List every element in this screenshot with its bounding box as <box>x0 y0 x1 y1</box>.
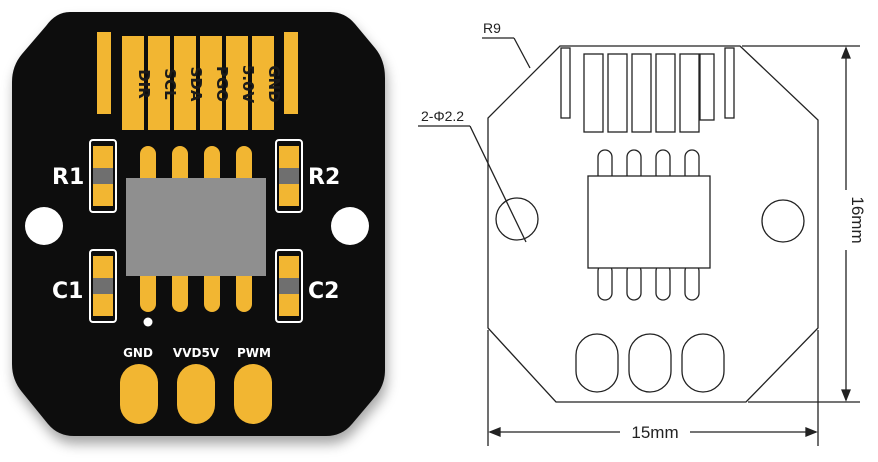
capacitor-c1 <box>89 249 117 323</box>
label-r1: R1 <box>52 165 84 190</box>
drawing-hole-right <box>761 199 805 243</box>
edge-pad-right <box>284 32 298 114</box>
mount-hole-right <box>331 207 369 245</box>
radius-label: R9 <box>483 20 501 36</box>
top-pad-pgo <box>200 36 222 130</box>
capacitor-c2 <box>275 249 303 323</box>
slot-5 <box>655 53 676 133</box>
top-pad-dir <box>122 36 144 130</box>
bottom-pad-label-vvd5v: VVD5V <box>173 346 220 360</box>
top-pad-label-dir: DIR <box>135 69 153 99</box>
pcb-photo: DIR SCL SDA PGO 5.0V GND R1 <box>12 12 385 436</box>
drawing-leg-bottom-4 <box>684 263 700 301</box>
top-pad-scl <box>148 36 170 130</box>
drawing-leg-bottom-3 <box>655 263 671 301</box>
bottom-pad-pwm <box>234 364 272 424</box>
mechanical-drawing <box>418 37 860 446</box>
height-label: 16mm <box>848 196 867 243</box>
drawing-leg-bottom-2 <box>626 263 642 301</box>
top-pad-label-pgo: PGO <box>213 66 231 102</box>
resistor-r1 <box>89 139 117 213</box>
drawing-hole-left <box>495 197 539 241</box>
top-pad-label-sda: SDA <box>187 67 205 102</box>
top-pad-sda <box>174 36 196 130</box>
width-arrow-left <box>488 427 501 437</box>
drawing-pad-2 <box>628 333 672 393</box>
pin1-dot <box>143 317 153 327</box>
resistor-r2 <box>275 139 303 213</box>
drawing-leg-bottom-1 <box>597 263 613 301</box>
hole-leader-diag <box>469 125 527 243</box>
height-arrow-bottom <box>841 389 851 402</box>
width-arrow-right <box>805 427 818 437</box>
top-pad-label-scl: SCL <box>161 68 179 100</box>
slot-6 <box>679 53 700 133</box>
drawing-pad-1 <box>575 333 619 393</box>
slot-1 <box>560 47 571 119</box>
top-pad-label-5v: 5.0V <box>239 65 257 104</box>
bottom-pad-vvd5v <box>177 364 215 424</box>
drawing-pad-3 <box>681 333 725 393</box>
edge-pad-left <box>97 32 111 114</box>
drawing-chip <box>587 175 711 269</box>
slot-4 <box>631 53 652 133</box>
slot-2 <box>583 53 604 133</box>
label-c2: C2 <box>308 279 339 304</box>
label-r2: R2 <box>308 165 340 190</box>
board-outline <box>487 45 819 403</box>
label-c1: C1 <box>52 279 83 304</box>
bottom-pad-label-gnd: GND <box>123 346 153 360</box>
hole-label: 2-Φ2.2 <box>421 108 464 124</box>
slot-7 <box>699 53 715 121</box>
chip-body <box>126 178 266 276</box>
top-pad-gnd <box>252 36 274 130</box>
top-pad-label-gnd: GND <box>265 65 283 102</box>
bottom-pad-gnd <box>120 364 158 424</box>
height-arrow-top <box>841 46 851 59</box>
radius-leader-diag <box>513 37 531 69</box>
top-pad-5v <box>226 36 248 130</box>
width-label: 15mm <box>631 423 678 442</box>
slot-8 <box>724 47 735 119</box>
slot-3 <box>607 53 628 133</box>
bottom-pad-label-pwm: PWM <box>237 346 271 360</box>
mount-hole-left <box>25 207 63 245</box>
